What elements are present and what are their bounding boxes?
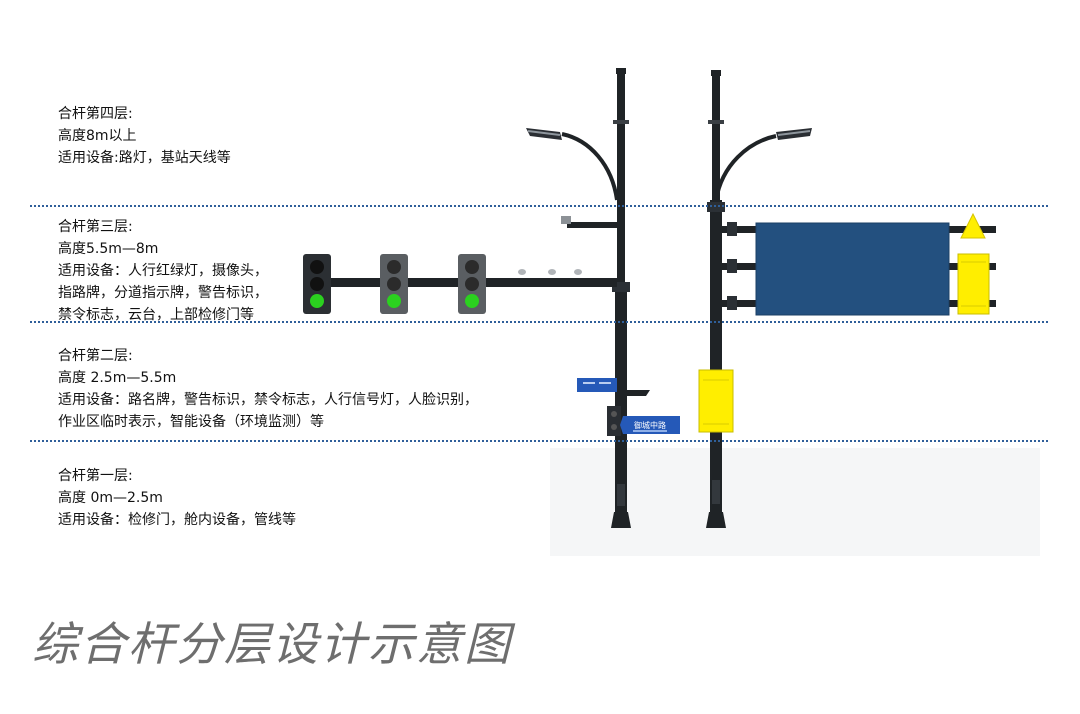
- divider-layer-3-2: [30, 321, 1048, 323]
- layer-4-height: 高度8m以上: [58, 128, 137, 144]
- layer-2-height: 高度 2.5m—5.5m: [58, 370, 177, 386]
- pedestrian-signal: [607, 406, 621, 436]
- layer-3-description: 合杆第三层: 高度5.5m—8m 适用设备：人行红绿灯，摄像头， 指路牌，分道指…: [58, 216, 268, 326]
- layer-4-description: 合杆第四层: 高度8m以上 适用设备:路灯，基站天线等: [58, 103, 231, 169]
- camera: [561, 216, 571, 224]
- layer-3-equipment-line-2: 指路牌，分道指示牌，警告标识，: [58, 285, 268, 301]
- ground-shadow: [550, 448, 1040, 556]
- layer-1-height: 高度 0m—2.5m: [58, 490, 163, 506]
- pole-scene: 御城中路: [303, 68, 1040, 556]
- right-pole: [706, 70, 726, 528]
- divider-layer-2-1: [30, 440, 1048, 442]
- layer-3-title: 合杆第三层:: [58, 219, 133, 235]
- camera-bracket: [567, 222, 617, 228]
- traffic-light-2: [380, 254, 408, 314]
- right-lamp-arm: [714, 134, 777, 201]
- left-pole-base: [611, 512, 631, 528]
- layer-2-title: 合杆第二层:: [58, 348, 133, 364]
- street-sign-text: 御城中路: [634, 420, 666, 430]
- traffic-light-3: [458, 254, 486, 314]
- guide-sign-panel: [755, 222, 950, 316]
- left-lamp-arm: [561, 132, 619, 201]
- layer-2-equipment-line-1: 适用设备：路名牌，警告标识，禁令标志，人行信号灯，人脸识别，: [58, 392, 478, 408]
- right-pole-base: [706, 512, 726, 528]
- left-pole: [611, 68, 631, 528]
- layer-3-equipment-line-1: 适用设备：人行红绿灯，摄像头，: [58, 263, 268, 279]
- layer-1-equipment: 适用设备：检修门，舱内设备，管线等: [58, 512, 296, 528]
- traffic-light-1: [303, 254, 331, 314]
- yellow-cabinet-upper: [957, 253, 990, 315]
- layer-1-description: 合杆第一层: 高度 0m—2.5m 适用设备：检修门，舱内设备，管线等: [58, 465, 296, 531]
- warning-triangle: [960, 212, 986, 239]
- right-pole-maintenance-door: [712, 480, 720, 504]
- diagram-caption: 综合杆分层设计示意图: [32, 617, 512, 671]
- left-pole-maintenance-door: [617, 484, 625, 506]
- yellow-cabinet-lower: [698, 369, 734, 433]
- divider-layer-4-3: [30, 205, 1048, 207]
- layer-4-equipment: 适用设备:路灯，基站天线等: [58, 150, 231, 166]
- layer-1-title: 合杆第一层:: [58, 468, 133, 484]
- street-name-sign: [620, 416, 680, 434]
- layer-2-description: 合杆第二层: 高度 2.5m—5.5m 适用设备：路名牌，警告标识，禁令标志，人…: [58, 345, 478, 433]
- layer-3-height: 高度5.5m—8m: [58, 241, 159, 257]
- layer-2-equipment-line-2: 作业区临时表示，智能设备（环境监测）等: [58, 414, 324, 430]
- short-bracket: [627, 390, 650, 396]
- layer-4-title: 合杆第四层:: [58, 106, 133, 122]
- layer-3-equipment-line-3: 禁令标志，云台，上部检修门等: [58, 307, 254, 323]
- small-blue-sign: [577, 378, 617, 392]
